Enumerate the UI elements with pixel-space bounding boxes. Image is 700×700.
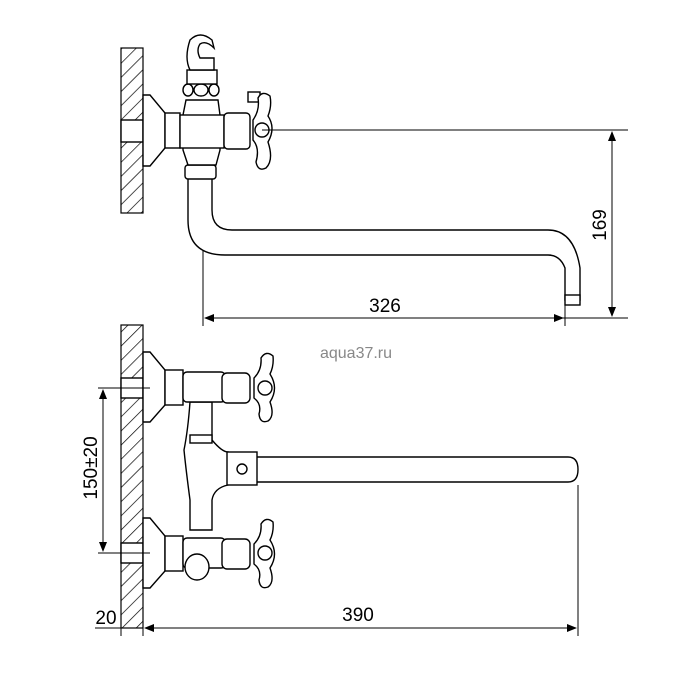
dim-label-20: 20: [95, 608, 116, 629]
valve-top: [223, 112, 251, 150]
spout-bottom: [255, 456, 579, 483]
watermark: aqua37.ru: [320, 345, 392, 362]
wall-pipe-top: [120, 119, 144, 143]
diverter-knob: [184, 553, 210, 581]
bottom-view: 150±20 20 390: [81, 324, 579, 636]
lower-valve: [142, 517, 276, 589]
nut-top: [164, 112, 181, 149]
body-center-top: [179, 114, 225, 149]
collar-top: [184, 164, 217, 180]
shower-holder-icon: [182, 34, 220, 97]
dim-label-150: 150±20: [81, 436, 102, 499]
spout-top: [187, 174, 581, 301]
dim-label-326: 326: [369, 296, 401, 317]
wall-hatch-bottom: [120, 324, 144, 629]
upper-valve: [142, 351, 276, 423]
dim-label-390: 390: [342, 605, 374, 626]
dim-label-169: 169: [590, 209, 611, 241]
escutcheon-top: [142, 94, 166, 167]
mixer-body: [183, 401, 229, 531]
spout-tip: [564, 294, 581, 306]
top-view: 169 326: [120, 34, 628, 326]
